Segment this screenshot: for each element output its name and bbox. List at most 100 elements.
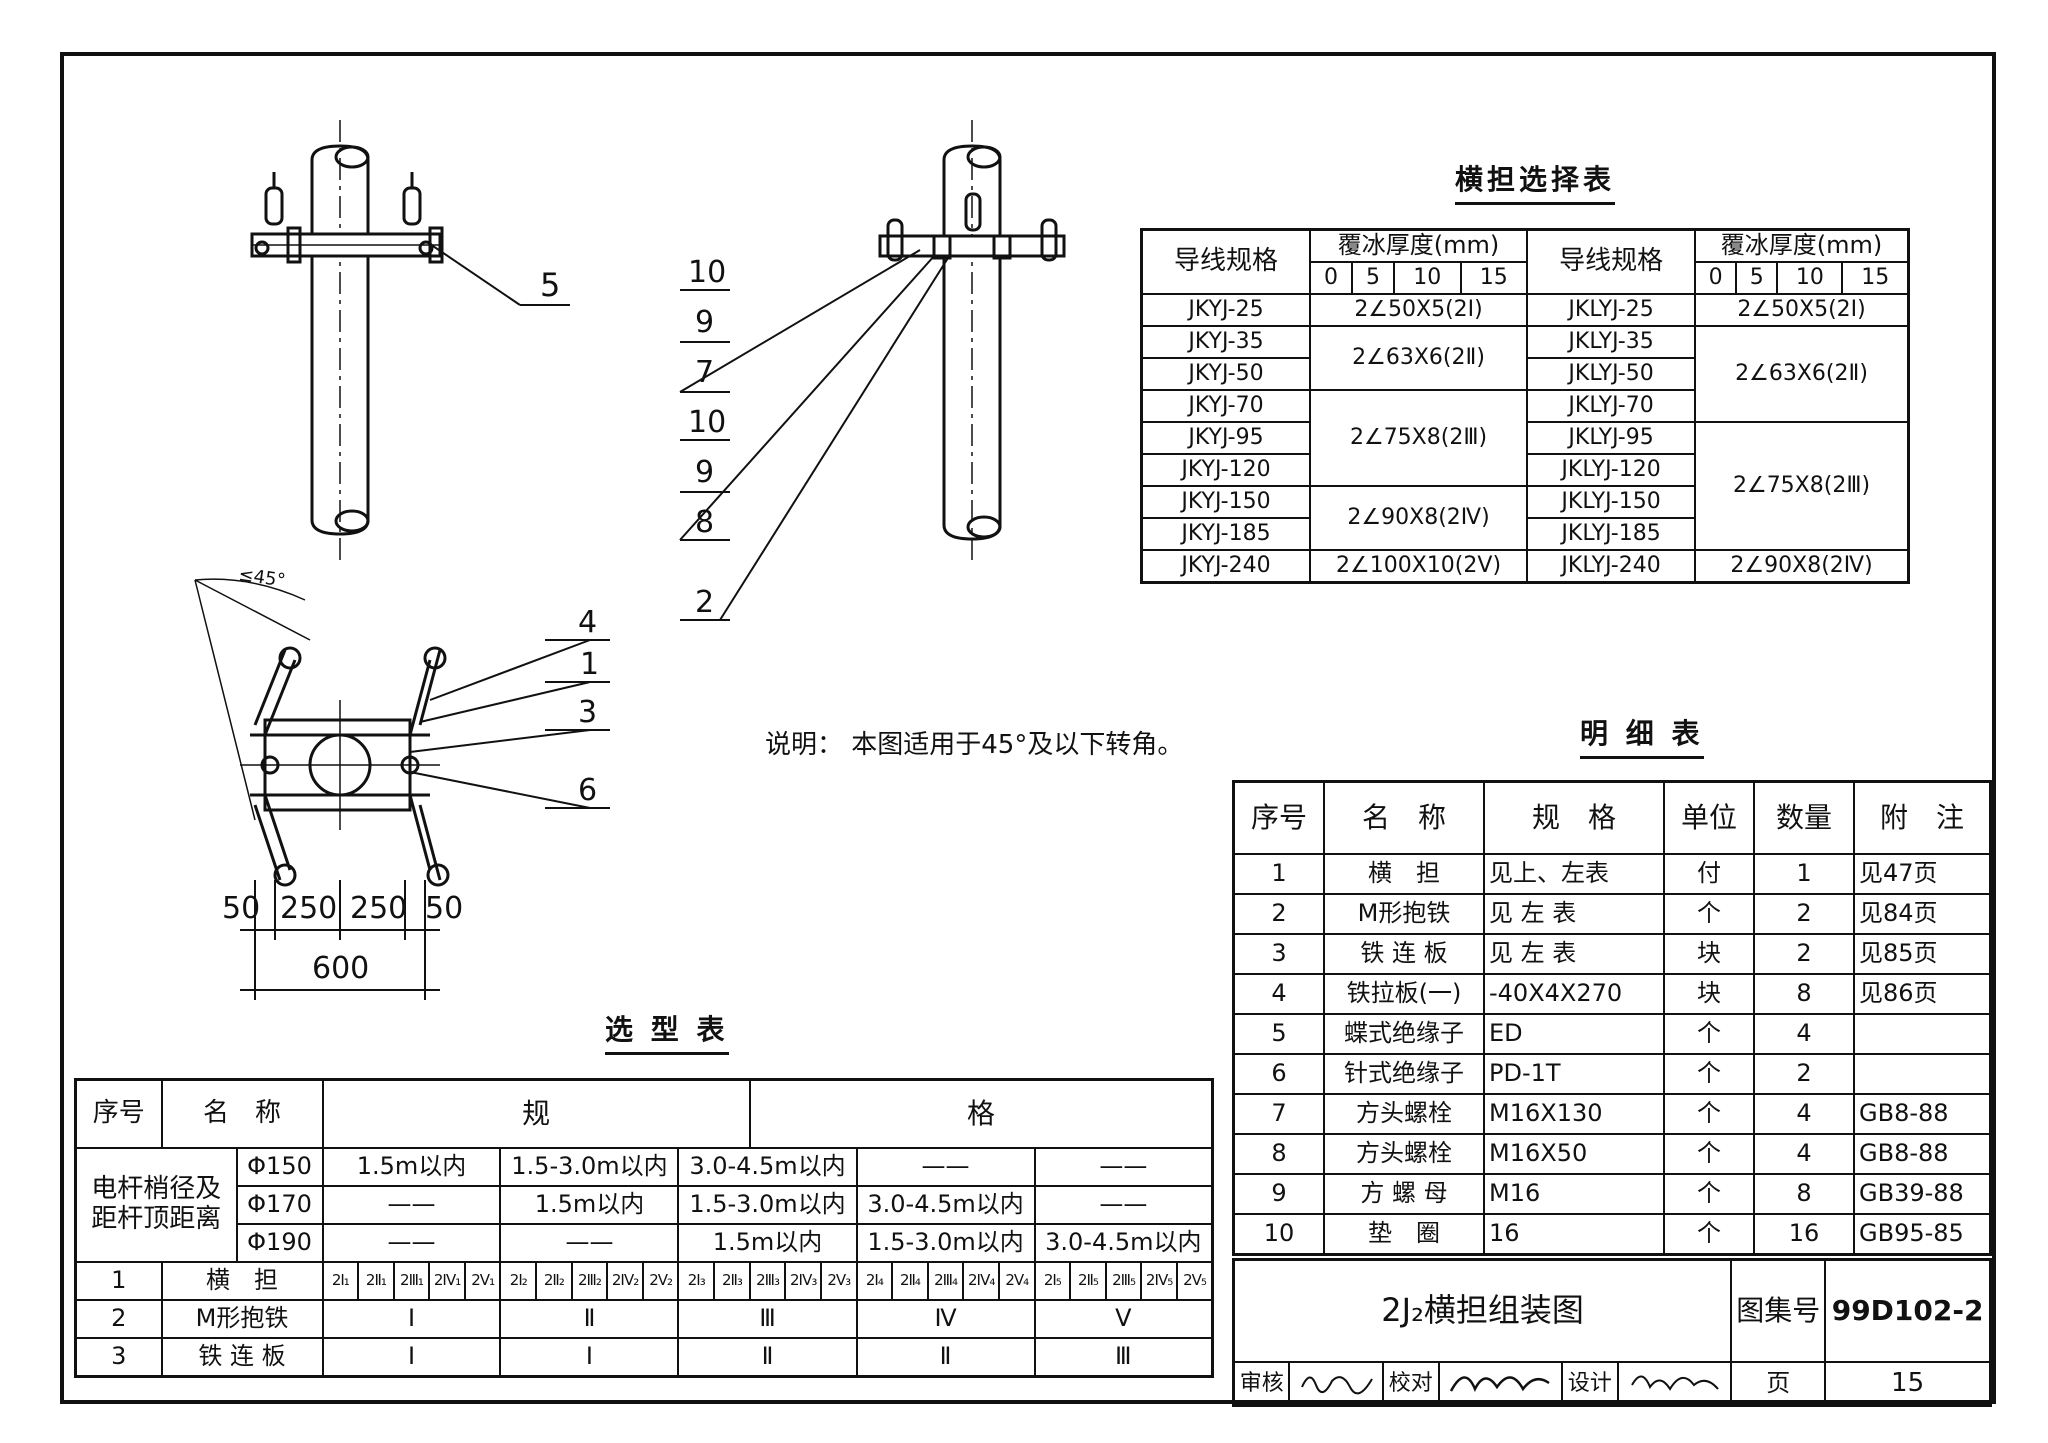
spec-cell: JKYJ-150 — [1140, 485, 1311, 519]
cross-table-title: 横担选择表 — [1455, 158, 1616, 205]
value-cell: 2∠50X5(2Ⅰ) — [1308, 293, 1529, 327]
detail-cell: 16 — [1483, 1212, 1665, 1255]
design-label: 设计 — [1561, 1360, 1619, 1407]
spec-cell: JKYJ-35 — [1140, 325, 1311, 359]
plate-type: Ⅰ — [499, 1336, 680, 1377]
detail-cell: M形抱铁 — [1323, 892, 1485, 935]
range-cell: —— — [1033, 1146, 1214, 1187]
spec-cell: JKLYJ-95 — [1526, 421, 1697, 455]
label-9b: 9 — [695, 455, 714, 490]
sel-row3-no: 3 — [74, 1336, 163, 1377]
cross-arm-code: 2Ⅲ₃ — [748, 1260, 787, 1301]
detail-cell: GB39-88 — [1853, 1172, 1992, 1215]
cross-arm-code: 2Ⅴ₃ — [819, 1260, 858, 1301]
cross-arm-code: 2Ⅳ₄ — [962, 1260, 1000, 1301]
ice-col: 5 — [1351, 261, 1395, 295]
sel-row1-name: 横 担 — [160, 1260, 324, 1301]
spec-cell: JKYJ-50 — [1140, 357, 1311, 391]
detail-cell — [1853, 1012, 1992, 1055]
detail-header: 序号 — [1232, 780, 1325, 855]
ice-col: 10 — [1393, 261, 1462, 295]
spec-cell: JKLYJ-150 — [1526, 485, 1697, 519]
cross-arm-code: 2Ⅳ₂ — [606, 1260, 644, 1301]
value-cell: 2∠75X8(2Ⅲ) — [1694, 421, 1910, 551]
cross-arm-code: 2Ⅳ₅ — [1140, 1260, 1178, 1301]
range-cell: 1.5-3.0m以内 — [677, 1184, 858, 1225]
sel-spec-header-right: 格 — [748, 1078, 1214, 1149]
detail-header: 单位 — [1663, 780, 1755, 855]
cross-arm-code: 2Ⅱ₂ — [535, 1260, 573, 1301]
signature-image — [1301, 1375, 1374, 1394]
label-4: 4 — [578, 605, 597, 640]
ice-col: 15 — [1841, 261, 1910, 295]
range-cell: 3.0-4.5m以内 — [677, 1146, 858, 1187]
plate-type: Ⅰ — [321, 1336, 502, 1377]
bracket-type: Ⅱ — [499, 1298, 680, 1339]
detail-cell: 个 — [1663, 892, 1755, 935]
atlas-label: 图集号 — [1730, 1258, 1827, 1363]
plan-view — [194, 578, 610, 887]
dim-50-left: 50 — [222, 891, 260, 926]
cross-ice-header: 覆冰厚度(mm) — [1308, 228, 1529, 263]
phi-170: Φ170 — [235, 1184, 324, 1225]
sel-no-header: 序号 — [74, 1078, 163, 1149]
cross-arm-code: 2Ⅱ₃ — [713, 1260, 751, 1301]
range-cell: 3.0-4.5m以内 — [855, 1184, 1036, 1225]
dim-250-right: 250 — [350, 891, 407, 926]
cross-arm-code: 2Ⅱ₅ — [1069, 1260, 1107, 1301]
check-signature — [1437, 1360, 1564, 1407]
range-cell: —— — [499, 1222, 680, 1263]
drawing-frame — [60, 52, 1996, 1404]
detail-cell: 铁 连 板 — [1323, 932, 1485, 975]
detail-cell: 见86页 — [1853, 972, 1992, 1015]
check-label: 校对 — [1382, 1360, 1440, 1407]
cross-ice-header-2: 覆冰厚度(mm) — [1694, 228, 1910, 263]
spec-cell: JKYJ-185 — [1140, 517, 1311, 551]
detail-cell: 方 螺 母 — [1323, 1172, 1485, 1215]
phi-190: Φ190 — [235, 1222, 324, 1263]
value-cell: 2∠63X6(2Ⅱ) — [1308, 325, 1529, 391]
spec-cell: JKLYJ-240 — [1526, 549, 1697, 584]
page-label: 页 — [1730, 1360, 1827, 1407]
range-cell: 1.5m以内 — [321, 1146, 502, 1187]
bracket-type: Ⅳ — [855, 1298, 1036, 1339]
cross-arm-code: 2Ⅴ₁ — [463, 1260, 502, 1301]
selection-table: 序号 名 称 规 格 电杆梢径及距杆顶距离 Φ150 1.5m以内 1.5-3.… — [74, 1078, 1215, 1378]
detail-cell: 9 — [1232, 1172, 1325, 1215]
value-cell: 2∠90X8(2Ⅳ) — [1694, 549, 1910, 584]
spec-cell: JKYJ-240 — [1140, 549, 1311, 584]
label-7: 7 — [695, 355, 714, 390]
review-label: 审核 — [1232, 1360, 1291, 1407]
detail-cell: GB95-85 — [1853, 1212, 1992, 1255]
detail-cell: 7 — [1232, 1092, 1325, 1135]
range-cell: —— — [321, 1184, 502, 1225]
signature-image — [1450, 1375, 1551, 1392]
ice-col: 15 — [1459, 261, 1529, 295]
sel-name-header: 名 称 — [160, 1078, 324, 1149]
phi-150: Φ150 — [235, 1146, 324, 1187]
spec-cell: JKLYJ-35 — [1526, 325, 1697, 359]
detail-cell: 块 — [1663, 932, 1755, 975]
detail-cell: 个 — [1663, 1052, 1755, 1095]
atlas-number: 99D102-2 — [1824, 1258, 1992, 1363]
ice-col: 0 — [1309, 261, 1353, 295]
label-8: 8 — [695, 505, 714, 540]
review-signature — [1288, 1360, 1385, 1407]
detail-header: 名 称 — [1323, 780, 1485, 855]
detail-cell: 2 — [1753, 892, 1855, 935]
cross-arm-code: 2Ⅱ₁ — [357, 1260, 395, 1301]
cross-arm-code: 2Ⅰ₄ — [855, 1260, 894, 1301]
dim-600: 600 — [312, 951, 369, 986]
detail-cell: 方头螺栓 — [1323, 1132, 1485, 1175]
spec-cell: JKYJ-70 — [1140, 389, 1311, 423]
detail-cell: M16X50 — [1483, 1132, 1665, 1175]
detail-cell: 个 — [1663, 1092, 1755, 1135]
detail-cell: M16 — [1483, 1172, 1665, 1215]
cross-arm-code: 2Ⅲ₂ — [570, 1260, 609, 1301]
detail-cell: 见上、左表 — [1483, 852, 1665, 895]
